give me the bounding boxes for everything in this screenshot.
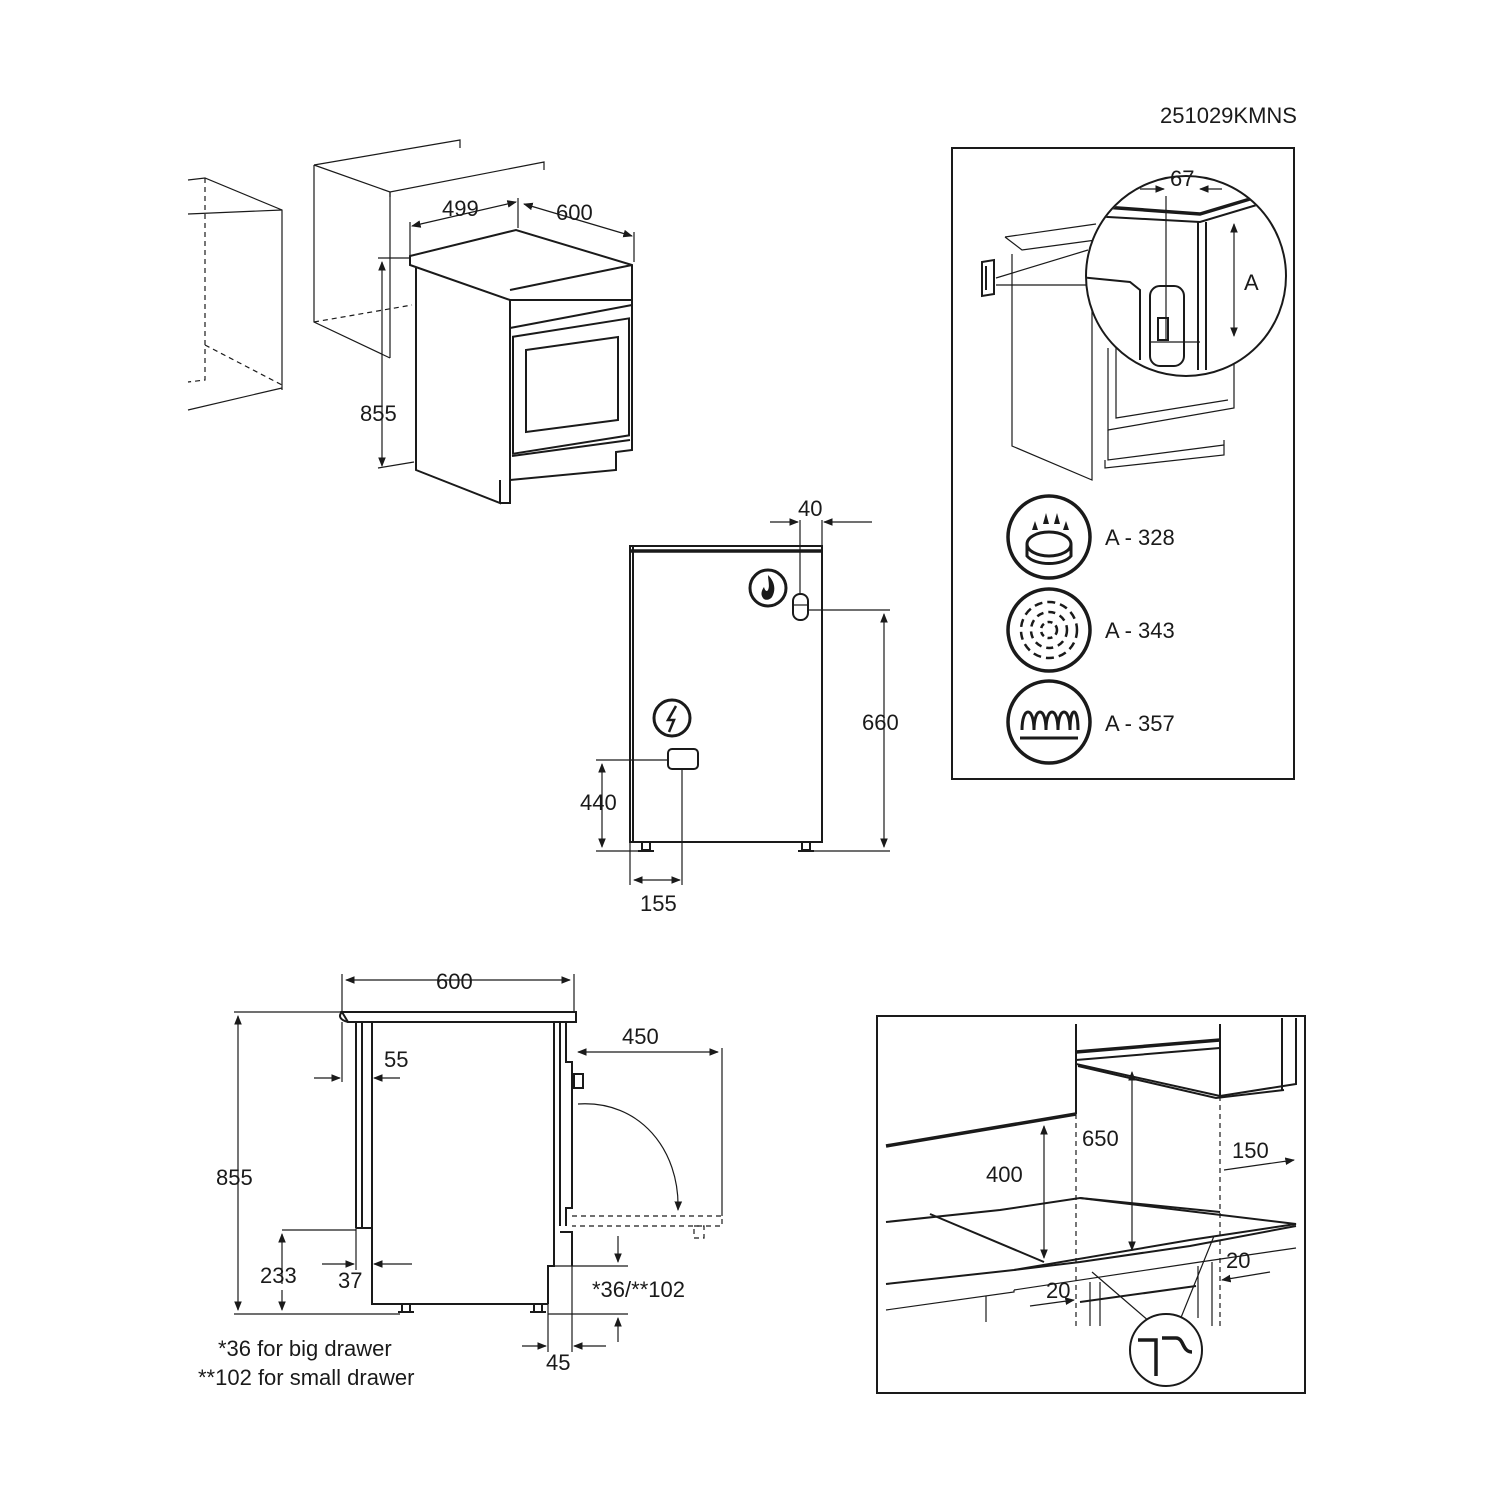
side-door-open-label: 450 — [622, 1024, 659, 1049]
side-height-label: 855 — [216, 1165, 253, 1190]
document-code: 251029KMNS — [1160, 103, 1297, 128]
anti-tilt-dimension-label: A — [1244, 270, 1259, 295]
lightning-icon — [652, 698, 692, 738]
side-socket-depth-label: 37 — [338, 1268, 362, 1293]
rear-view: 40 660 440 155 — [580, 496, 899, 916]
perspective-height-label: 855 — [360, 401, 397, 426]
rear-gas-height-label: 660 — [862, 710, 899, 735]
side-socket-height-label: 233 — [260, 1263, 297, 1288]
anti-tilt-panel: 67 A A - 328 A - 343 A - 357 — [951, 147, 1295, 780]
install-hood-label: 650 — [1082, 1126, 1119, 1151]
flame-icon — [748, 568, 788, 608]
gas-burner-icon — [1006, 494, 1092, 580]
rear-side-offset-label: 40 — [798, 496, 822, 521]
anti-tilt-option-3-label: A - 357 — [1105, 711, 1175, 736]
perspective-view: 499 600 855 — [187, 139, 635, 505]
side-back-gap-label: 55 — [384, 1047, 408, 1072]
install-side-label: 150 — [1232, 1138, 1269, 1163]
installation-panel: 650 400 150 20 20 — [876, 1015, 1306, 1394]
side-drawer-label: *36/**102 — [592, 1277, 685, 1302]
perspective-depth-label: 499 — [442, 196, 479, 221]
install-gap-left-label: 20 — [1046, 1278, 1070, 1303]
coil-plate-icon — [1006, 679, 1092, 765]
rear-electric-side-label: 155 — [640, 891, 677, 916]
rear-electric-height-label: 440 — [580, 790, 617, 815]
install-gap-right-label: 20 — [1226, 1248, 1250, 1273]
side-note-1: *36 for big drawer — [218, 1336, 392, 1361]
side-width-label: 600 — [436, 969, 473, 994]
ceramic-hob-icon — [1006, 587, 1092, 673]
side-note-2: **102 for small drawer — [198, 1365, 414, 1390]
install-wall-label: 400 — [986, 1162, 1023, 1187]
side-feet-label: 45 — [546, 1350, 570, 1375]
anti-tilt-option-2-label: A - 343 — [1105, 618, 1175, 643]
side-view: 600 450 55 855 233 37 *36/**102 — [198, 969, 723, 1390]
anti-tilt-offset-label: 67 — [1170, 166, 1194, 191]
perspective-width-label: 600 — [556, 200, 593, 225]
anti-tilt-option-1-label: A - 328 — [1105, 525, 1175, 550]
